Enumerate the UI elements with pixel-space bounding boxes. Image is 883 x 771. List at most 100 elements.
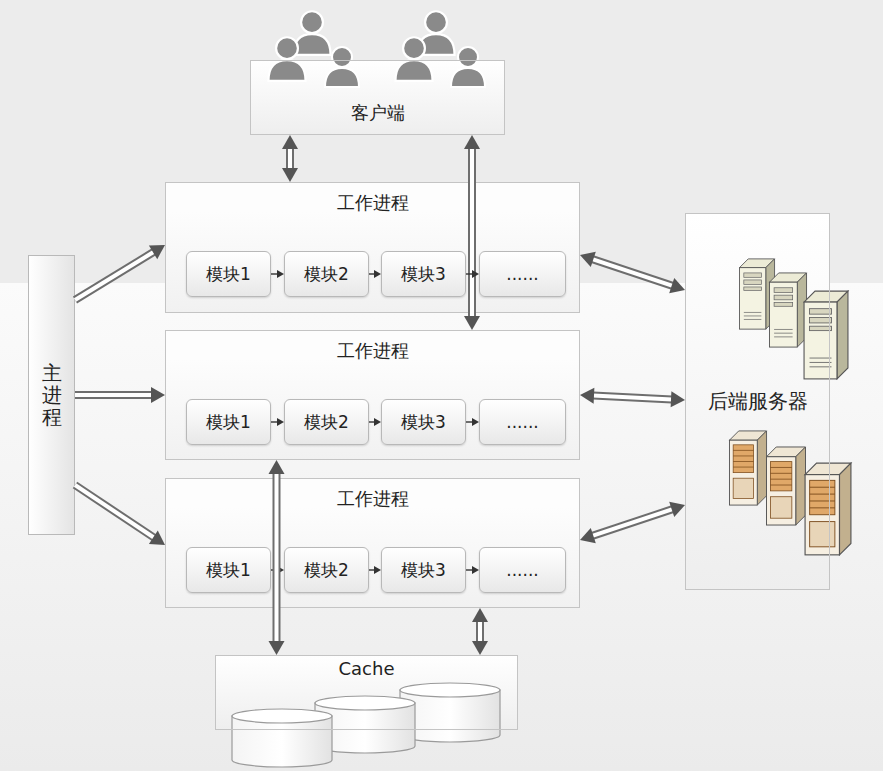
connector-arrow [466, 418, 479, 426]
cache-box: Cache [215, 655, 518, 730]
node-label: 客户端 [351, 101, 405, 125]
connector-arrow [271, 418, 284, 426]
arrow-head [374, 418, 381, 426]
node-label: 模块1 [206, 411, 251, 434]
arrow-head [580, 528, 596, 543]
arrow-shaft [75, 485, 154, 538]
arrow-shaft [271, 273, 278, 274]
connector-arrow [269, 460, 285, 655]
arrow-shaft [275, 473, 279, 642]
arrow-head [282, 168, 298, 182]
arrow-shaft [466, 569, 473, 570]
node-label: 工作进程 [337, 487, 409, 511]
module-box: 模块2 [284, 251, 369, 297]
connector-arrow [75, 387, 165, 403]
module-box: 模块2 [284, 547, 369, 593]
node-label: 模块2 [304, 559, 349, 582]
arrow-shaft [369, 273, 375, 274]
connector-arrow [580, 388, 685, 408]
module-box: 模块3 [381, 547, 466, 593]
arrow-shaft [271, 421, 278, 422]
arrow-shaft [592, 509, 672, 536]
node-label: 模块2 [304, 411, 349, 434]
client-box: 客户端 [250, 60, 505, 135]
arrow-head [374, 270, 381, 278]
node-label: 模块2 [304, 263, 349, 286]
node-label: 模块3 [401, 263, 446, 286]
connector-arrow [369, 418, 381, 426]
arrow-shaft [466, 421, 473, 422]
connector-arrow [75, 245, 165, 300]
main-process-box: 主进程 [28, 255, 75, 535]
arrow-shaft [593, 396, 672, 400]
arrow-head [374, 566, 381, 574]
worker-process-box: 工作进程模块1 模块2 模块3...... [165, 182, 580, 313]
module-box: 模块1 [186, 251, 271, 297]
arrow-head [472, 566, 479, 574]
worker-process-box: 工作进程模块1 模块2 模块3...... [165, 478, 580, 608]
module-box: ...... [479, 399, 566, 445]
arrow-head [269, 460, 285, 474]
module-box: 模块3 [381, 251, 466, 297]
connector-arrow [282, 135, 298, 182]
arrow-shaft [273, 473, 281, 642]
arrow-head [472, 608, 488, 622]
arrow-head [149, 531, 165, 545]
connector-arrow [466, 566, 479, 574]
node-label: 模块3 [401, 559, 446, 582]
cache-cylinders [232, 683, 500, 767]
arrow-head [464, 135, 480, 149]
module-box: ...... [479, 547, 566, 593]
arrow-head [472, 418, 479, 426]
arrow-shaft [592, 509, 672, 536]
arrow-head [669, 502, 685, 517]
worker-process-box: 工作进程模块1 模块2 模块3...... [165, 330, 580, 460]
connector-arrow [472, 608, 488, 655]
node-label: 模块3 [401, 411, 446, 434]
arrow-head [472, 270, 479, 278]
connector-arrow [369, 566, 381, 574]
connector-arrow [369, 270, 381, 278]
connector-arrow [464, 135, 480, 330]
arrow-head [464, 316, 480, 330]
arrow-head [671, 391, 685, 407]
module-box: 模块2 [284, 399, 369, 445]
arrow-shaft [593, 396, 672, 400]
module-box: 模块1 [186, 547, 271, 593]
node-label: 模块1 [206, 263, 251, 286]
node-label: ...... [506, 412, 538, 432]
node-label: 后端服务器 [708, 388, 808, 415]
arrow-head [580, 388, 594, 404]
node-label: 工作进程 [337, 191, 409, 215]
backend-server-box: 后端服务器 [685, 213, 830, 590]
arrow-shaft [75, 252, 154, 300]
connector-arrow [271, 566, 284, 574]
arrow-shaft [470, 148, 474, 317]
connector-arrow [271, 270, 284, 278]
node-label: 模块1 [206, 559, 251, 582]
arrow-shaft [466, 273, 473, 274]
node-label: 主进程 [42, 362, 62, 428]
arrow-shaft [592, 259, 672, 286]
connector-arrow [580, 502, 685, 543]
connector-arrow [75, 485, 165, 545]
connector-arrow [580, 252, 685, 293]
node-label: ...... [506, 264, 538, 284]
arrow-head [472, 641, 488, 655]
arrow-shaft [75, 485, 154, 538]
arrow-head [580, 252, 596, 267]
arrow-shaft [468, 148, 476, 317]
module-box: ...... [479, 251, 566, 297]
arrow-shaft [369, 421, 375, 422]
arrow-shaft [592, 259, 672, 286]
client-icons [268, 11, 485, 87]
arrow-shaft [478, 621, 482, 642]
node-label: 工作进程 [337, 339, 409, 363]
arrow-shaft [75, 252, 154, 300]
arrow-shaft [369, 569, 375, 570]
arrow-shaft [476, 621, 484, 642]
arrow-head [277, 566, 284, 574]
arrow-head [669, 278, 685, 293]
arrow-head [151, 387, 165, 403]
